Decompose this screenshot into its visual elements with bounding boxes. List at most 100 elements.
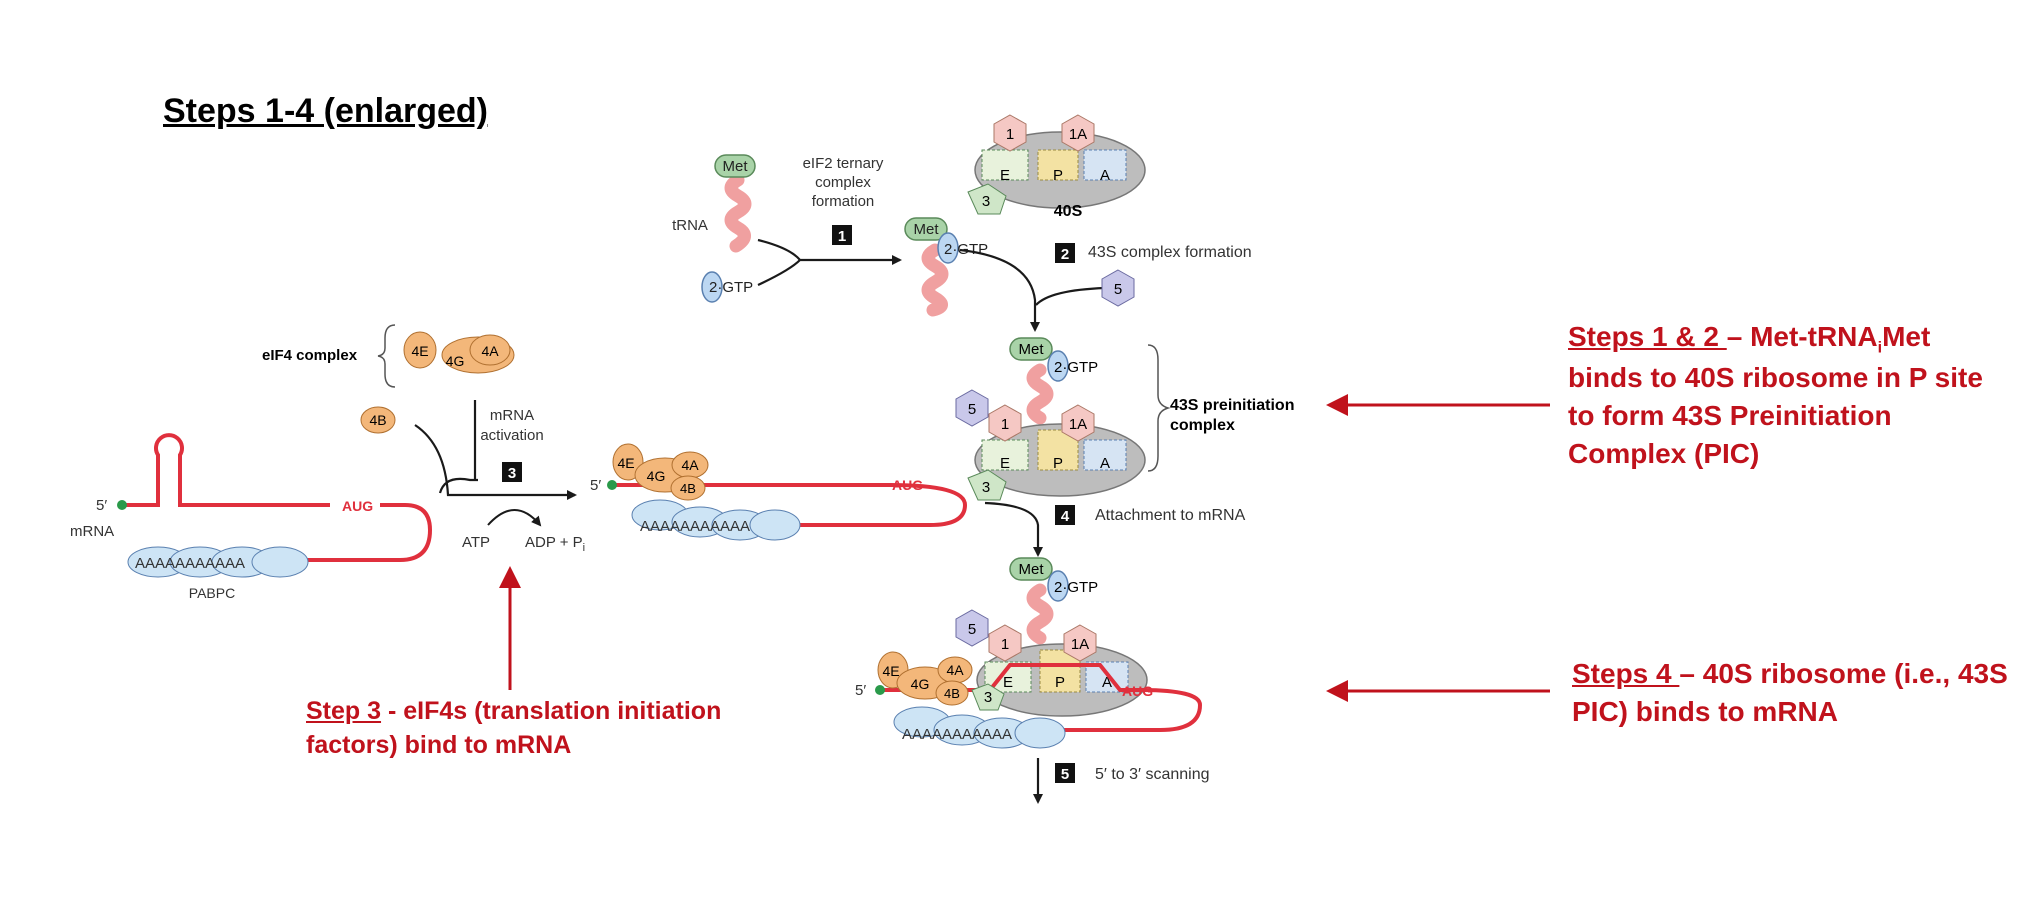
- step2-number: 2: [1055, 243, 1075, 263]
- ternary-complex: Met 2·GTP: [904, 217, 988, 317]
- gtp-label-free: 2·GTP: [709, 279, 753, 296]
- svg-text:A: A: [1100, 167, 1110, 184]
- svg-text:1: 1: [838, 228, 846, 245]
- svg-text:Met: Met: [1018, 561, 1044, 578]
- trna-label: tRNA: [672, 217, 708, 234]
- svg-text:eIF4 complex: eIF4 complex: [262, 347, 358, 364]
- svg-text:2: 2: [1061, 246, 1069, 263]
- svg-text:1A: 1A: [1071, 636, 1089, 653]
- mrna-activated: 5′ 4E 4G 4A 4B AUG AAAAAAAAAAA: [590, 443, 968, 541]
- svg-text:Met: Met: [1018, 341, 1044, 358]
- svg-text:5′: 5′: [855, 682, 866, 699]
- step1-caption-3: formation: [812, 193, 875, 210]
- svg-text:4G: 4G: [446, 353, 465, 369]
- step4-caption: Attachment to mRNA: [1095, 507, 1246, 524]
- step3-number: 3: [502, 462, 522, 482]
- preinit-brace: [1147, 344, 1171, 472]
- svg-text:4B: 4B: [369, 412, 386, 428]
- eif4b-free: 4B: [360, 406, 396, 434]
- met-label: Met: [722, 158, 748, 175]
- met-trna-free: Met tRNA: [672, 154, 756, 253]
- svg-text:AAAAAAAAAAA: AAAAAAAAAAA: [902, 726, 1012, 743]
- svg-text:AUG: AUG: [342, 498, 373, 514]
- step2-arrow-a: [959, 248, 1040, 332]
- svg-text:E: E: [1000, 167, 1010, 184]
- svg-text:4E: 4E: [882, 663, 899, 679]
- step1-number: 1: [832, 225, 852, 245]
- step2-arrow-b: [1035, 286, 1106, 306]
- atp-hydrolysis-arrow: [487, 509, 542, 527]
- svg-text:3: 3: [982, 479, 990, 496]
- step3-arrow-hook: [438, 477, 478, 494]
- annotation-steps-1-2: Steps 1 & 2 – Met-tRNAiMet binds to 40S …: [1568, 321, 1983, 469]
- svg-text:AAAAAAAAAAA: AAAAAAAAAAA: [640, 518, 750, 535]
- preinitiation-complex-43s: Met 2·GTP 1 1A 5 E P A 3: [955, 337, 1146, 501]
- step4-number: 4: [1055, 505, 1075, 525]
- step3-caption-1: mRNA: [490, 407, 534, 424]
- svg-text:4G: 4G: [647, 468, 666, 484]
- step3-caption-2: activation: [480, 427, 543, 444]
- svg-text:5: 5: [968, 621, 976, 638]
- annotation-step-4: Steps 4 – 40S ribosome (i.e., 43S PIC) b…: [1572, 658, 2008, 727]
- ribosome-40s: 1 1A E P A 3 40S: [967, 114, 1146, 220]
- svg-text:P: P: [1053, 167, 1063, 184]
- svg-text:AUG: AUG: [892, 477, 923, 493]
- atp-label: ATP: [462, 534, 490, 551]
- svg-text:3: 3: [984, 689, 992, 706]
- svg-text:3: 3: [508, 465, 516, 482]
- svg-text:4E: 4E: [411, 343, 428, 359]
- svg-text:4B: 4B: [944, 686, 960, 701]
- svg-text:AUG: AUG: [1122, 683, 1153, 699]
- svg-text:4A: 4A: [946, 662, 964, 678]
- svg-text:E: E: [1003, 674, 1013, 691]
- step1-arrow: [757, 238, 900, 286]
- step5-number: 5: [1055, 763, 1075, 783]
- step1-caption-2: complex: [815, 174, 871, 191]
- preinit-label-2: complex: [1170, 417, 1235, 434]
- svg-text:4A: 4A: [481, 343, 499, 359]
- step3-arrow: [414, 424, 577, 500]
- adp-label: ADP + Pi: [525, 534, 585, 554]
- svg-text:4: 4: [1061, 508, 1070, 525]
- svg-text:2·GTP: 2·GTP: [1054, 359, 1098, 376]
- svg-text:5: 5: [1061, 766, 1069, 783]
- svg-text:1: 1: [1001, 416, 1009, 433]
- svg-text:2·GTP: 2·GTP: [944, 241, 988, 258]
- svg-text:1A: 1A: [1069, 416, 1087, 433]
- label-40s: 40S: [1054, 203, 1083, 220]
- svg-text:5: 5: [968, 401, 976, 418]
- svg-text:5′: 5′: [96, 497, 107, 514]
- svg-text:E: E: [1000, 455, 1010, 472]
- svg-text:5: 5: [1114, 281, 1122, 298]
- svg-text:4G: 4G: [911, 676, 930, 692]
- svg-text:A: A: [1102, 674, 1112, 691]
- svg-text:1: 1: [1006, 126, 1014, 143]
- preinit-label-1: 43S preinitiation: [1170, 397, 1294, 414]
- svg-text:AAAAAAAAAAA: AAAAAAAAAAA: [135, 555, 245, 572]
- svg-text:Met: Met: [913, 221, 939, 238]
- svg-text:4B: 4B: [680, 481, 696, 496]
- svg-text:1A: 1A: [1069, 126, 1087, 143]
- svg-text:5′: 5′: [590, 477, 601, 494]
- eif4-complex: eIF4 complex 4E 4G 4A: [262, 324, 515, 388]
- mrna-inactive: 5′ mRNA AUG AAAAAAAAAAA PABPC: [70, 433, 433, 601]
- svg-text:2·GTP: 2·GTP: [1054, 579, 1098, 596]
- step1-caption-1: eIF2 ternary: [803, 155, 884, 172]
- eif2-gtp-free: 2·GTP: [701, 271, 753, 303]
- eif5-free: 5: [1101, 269, 1135, 307]
- page-title: Steps 1-4 (enlarged): [163, 92, 488, 130]
- ribosome-bound-to-mrna: Met 2·GTP 1 1A 5 E P A AUG 5′ 4E 4G: [855, 557, 1203, 749]
- step5-caption: 5′ to 3′ scanning: [1095, 766, 1210, 783]
- svg-text:mRNA: mRNA: [70, 523, 114, 540]
- svg-text:4A: 4A: [681, 457, 699, 473]
- svg-text:A: A: [1100, 455, 1110, 472]
- annotation-step-3: Step 3 - eIF4s (translation initiation f…: [306, 697, 722, 759]
- step2-caption: 43S complex formation: [1088, 244, 1252, 261]
- svg-text:4E: 4E: [617, 455, 634, 471]
- svg-text:1: 1: [1001, 636, 1009, 653]
- svg-text:PABPC: PABPC: [189, 585, 235, 601]
- svg-text:P: P: [1053, 455, 1063, 472]
- step4-arrow: [984, 501, 1043, 557]
